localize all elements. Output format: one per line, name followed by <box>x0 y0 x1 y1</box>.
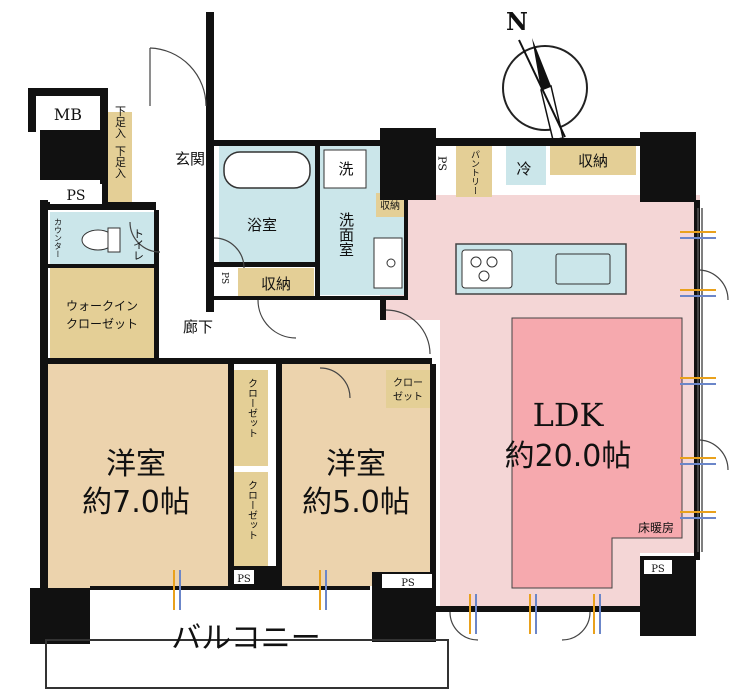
walk-in-closet-label-1: ウォークイン <box>66 299 138 313</box>
entrance-label: 玄関 <box>175 150 205 168</box>
closet-c-label-2: ゼット <box>393 391 423 403</box>
hall-storage-floor <box>238 268 314 298</box>
bathtub <box>223 151 311 189</box>
hall-storage-label: 収納 <box>261 275 291 293</box>
closet-b-floor <box>234 472 268 566</box>
ps-kitchen-label: PS <box>436 156 449 171</box>
corridor-label: 廊下 <box>183 318 213 336</box>
walk-in-closet-label-2: クローゼット <box>66 317 138 331</box>
pantry-label: パントリー <box>469 150 480 195</box>
ps-ldk-label: PS <box>651 564 665 575</box>
wash-storage-label: 収納 <box>380 199 400 212</box>
closet-a-floor <box>234 370 268 466</box>
floor-heating-area <box>511 317 683 589</box>
closet-b-label: クローゼット <box>246 480 258 540</box>
kitchen-storage-floor <box>550 145 636 175</box>
wash-label: 洗 <box>338 160 353 178</box>
ps-entry-label: PS <box>66 188 85 204</box>
fridge-label: 冷 <box>516 160 531 178</box>
shoe-storage-floor <box>108 112 132 202</box>
ldk-label: LDK <box>533 396 605 434</box>
western-room-2-size: 約5.0帖 <box>302 485 410 520</box>
kitchen-storage-label: 収納 <box>578 152 608 170</box>
shoe-storage-2-label: 下足入 <box>114 146 127 179</box>
door-swings <box>129 47 729 641</box>
ventilation-arrows <box>173 231 716 634</box>
toilet-label: トイレ <box>132 228 145 261</box>
floor-heating-label: 床暖房 <box>638 520 674 535</box>
western-room-1-label: 洋室 <box>106 447 166 482</box>
wash-basin <box>373 237 403 289</box>
balcony-label: バルコニー <box>171 621 320 656</box>
walk-in-closet-floor <box>50 268 154 360</box>
western-room-1-size: 約7.0帖 <box>82 485 190 520</box>
shoe-storage-1-label: 下足入 <box>114 106 127 139</box>
western-room-1-floor <box>46 364 232 588</box>
ps-room1-label: PS <box>237 574 251 585</box>
ps-room2-label: PS <box>401 578 415 589</box>
pantry-floor <box>456 145 492 197</box>
bath-label: 浴室 <box>247 216 277 234</box>
compass: N <box>502 7 588 141</box>
ps-hall-label: PS <box>219 272 229 284</box>
counter-label: カウンター <box>54 218 63 258</box>
washroom-label: 洗面室 <box>337 212 355 257</box>
north-label: N <box>506 7 528 36</box>
ldk-size: 約20.0帖 <box>505 439 632 474</box>
balcony-outline <box>45 639 449 689</box>
closet-c-floor <box>386 370 430 408</box>
ldk-windows <box>697 208 703 552</box>
closet-a-label: クローゼット <box>246 378 258 438</box>
fridge-floor <box>506 145 546 185</box>
closet-c-label-1: クロー <box>393 377 423 389</box>
western-room-2-label: 洋室 <box>326 447 386 482</box>
mb-label: MB <box>54 105 82 124</box>
washing-machine-space <box>323 149 367 189</box>
